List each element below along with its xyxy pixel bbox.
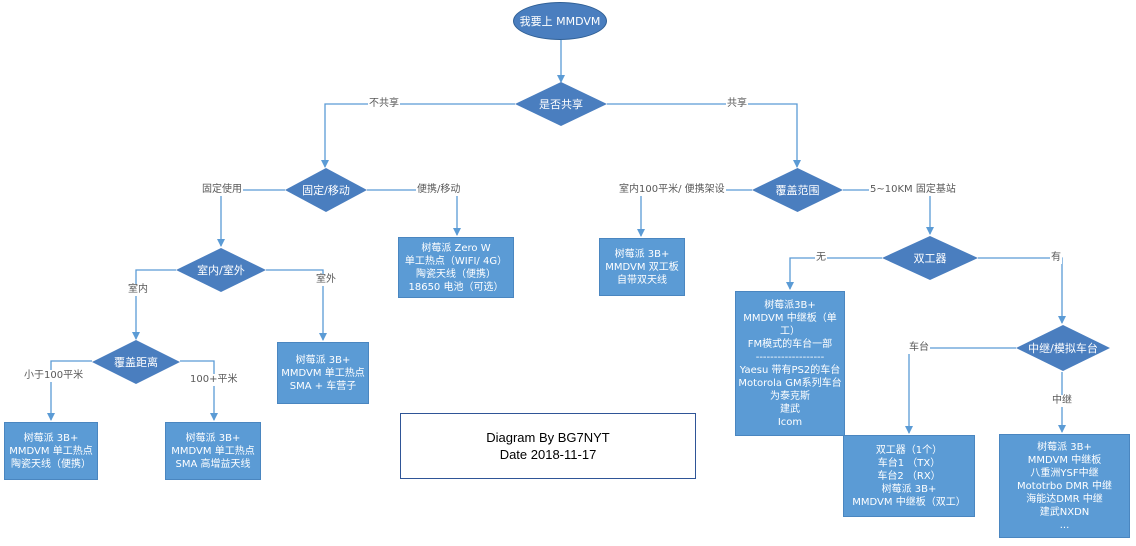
edge-label-over-100: 100+平米: [189, 374, 239, 386]
edge-label-none: 无: [815, 252, 827, 264]
edge-fixed-indoor: [217, 189, 285, 247]
edge-repeater-car: [905, 347, 1016, 434]
edge-label-repeater: 中继: [1051, 395, 1073, 407]
edge-fixed-portable: [367, 189, 461, 236]
edge-indoor-outdoor: [266, 269, 327, 341]
edge-coverage-duplexer: [843, 189, 934, 235]
credit-date: Date 2018-11-17: [499, 447, 597, 462]
repeater-box: 树莓派 3B+ MMDVM 中继板 八重洲YSF中继 Mototrbo DMR …: [999, 434, 1130, 538]
over-100-box: 树莓派 3B+ MMDVM 单工热点 SMA 高增益天线: [165, 422, 261, 480]
edge-cover-100: [180, 360, 218, 421]
edge-label-fixed-station: 5~10KM 固定基站: [869, 184, 957, 196]
edge-share-fixed: [321, 103, 515, 168]
outdoor-hotspot-box: 树莓派 3B+ MMDVM 单工热点 SMA + 车营子: [277, 342, 369, 404]
credit-author: Diagram By BG7NYT: [486, 430, 610, 445]
edge-label-not-shared: 不共享: [368, 98, 400, 110]
small-distance-box: 树莓派 3B+ MMDVM 单工热点 陶瓷天线（便携）: [4, 422, 98, 480]
edge-coverage-small: [637, 189, 752, 237]
edge-label-shared: 共享: [726, 98, 748, 110]
edge-indoor-cover: [132, 269, 176, 340]
edge-label-portable-mobile: 便携/移动: [416, 184, 462, 196]
start-node: 我要上 MMDVM: [513, 2, 607, 40]
shared-small-box: 树莓派 3B+ MMDVM 双工板 自带双天线: [599, 238, 685, 296]
edge-label-indoor: 室内: [127, 284, 149, 296]
edge-share-coverage: [607, 103, 801, 168]
edge-label-fixed-use: 固定使用: [201, 184, 243, 196]
edge-duplexer-has: [978, 257, 1066, 324]
no-duplexer-box: 树莓派3B+ MMDVM 中继板（单工） FM模式的车台一部 ---------…: [735, 291, 845, 436]
edge-cover-small: [47, 360, 92, 421]
edge-label-has: 有: [1050, 252, 1062, 264]
diagram-credit: Diagram By BG7NYT Date 2018-11-17: [400, 413, 696, 479]
edge-label-outdoor: 室外: [315, 274, 337, 286]
edge-label-under-100: 小于100平米: [23, 370, 85, 382]
edge-duplexer-none: [786, 257, 882, 290]
portable-hotspot-box: 树莓派 Zero W 单工热点（WIFI/ 4G） 陶瓷天线（便携） 18650…: [398, 237, 514, 298]
car-radio-box: 双工器（1个） 车台1 （TX） 车台2 （RX） 树莓派 3B+ MMDVM …: [843, 435, 975, 517]
edge-label-indoor-100: 室内100平米/ 便携架设: [618, 184, 726, 196]
edge-label-car: 车台: [908, 342, 930, 354]
